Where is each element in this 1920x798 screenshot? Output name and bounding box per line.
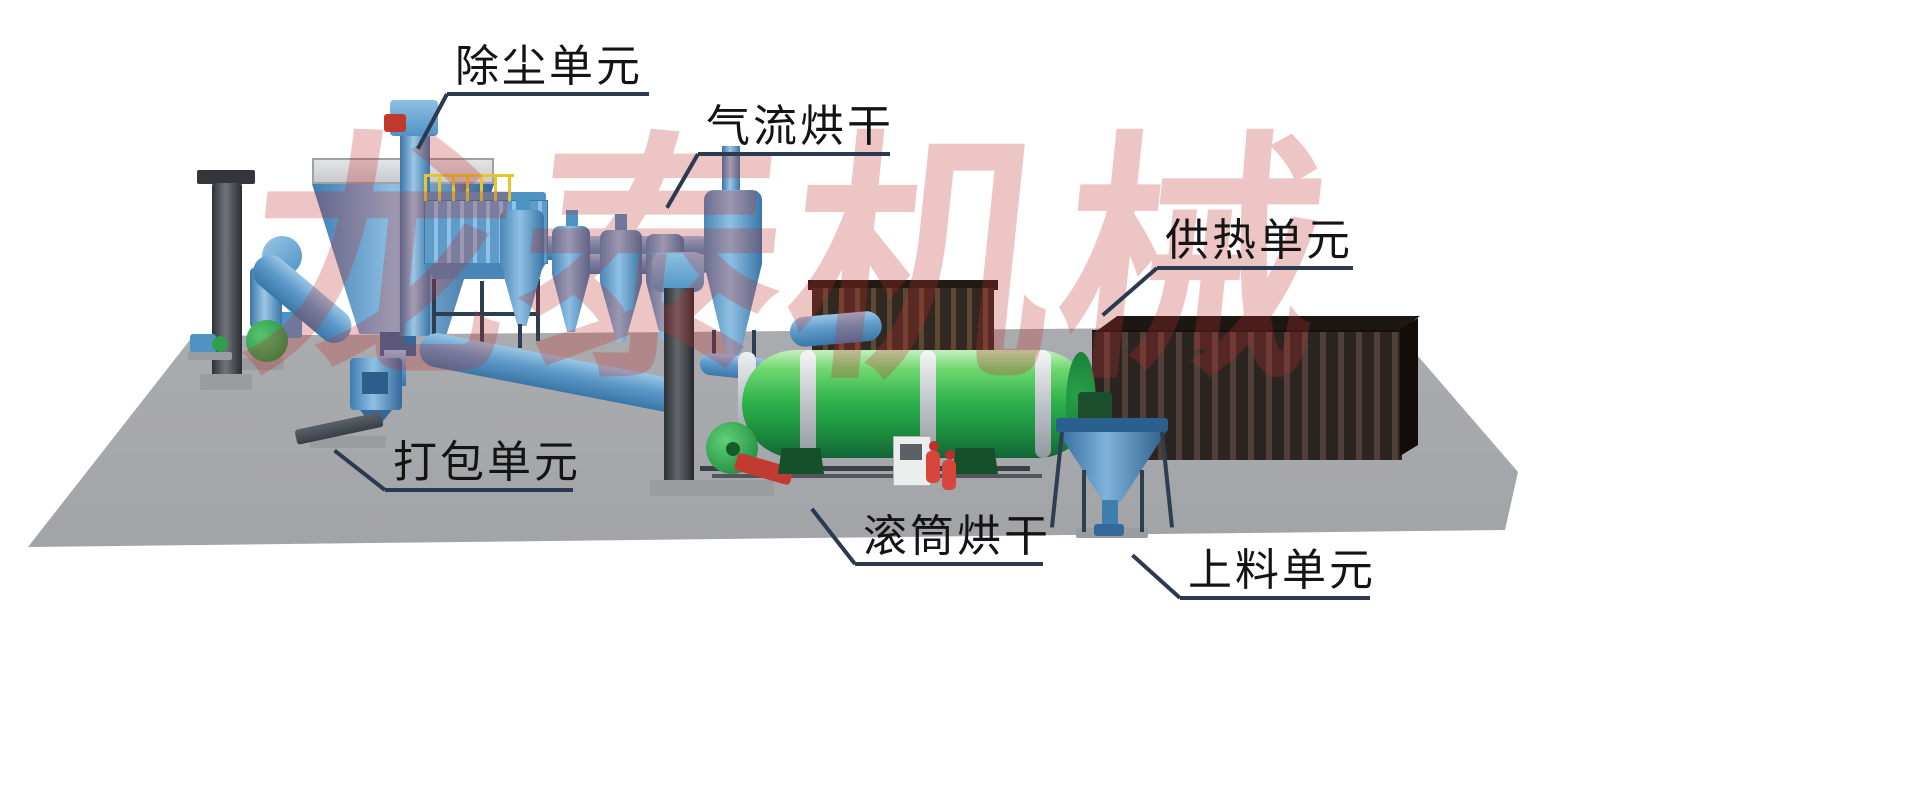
- filter-leg: [536, 279, 540, 341]
- callout-heating: 供热单元: [1101, 216, 1353, 317]
- callout-underline: [1157, 266, 1353, 271]
- callout-drum-drying: 滚筒烘干: [810, 507, 1051, 567]
- callout-label: 滚筒烘干: [863, 512, 1051, 561]
- cyclone-stub: [516, 194, 530, 212]
- cyclone-body: [552, 226, 590, 274]
- feed-hopper-outlet: [1094, 524, 1124, 536]
- drum-band: [800, 350, 816, 458]
- feed-hopper-spout: [1102, 500, 1118, 526]
- blower-base: [242, 358, 284, 370]
- drum-band: [920, 350, 936, 458]
- worker-head: [929, 441, 939, 451]
- callout-label: 供热单元: [1165, 216, 1353, 265]
- exhaust-pipe-base: [650, 480, 708, 496]
- small-pump-wheel: [212, 336, 228, 352]
- elevator-motor: [384, 114, 406, 132]
- callout-leader-line: [1131, 553, 1182, 600]
- callout-label: 气流烘干: [706, 102, 894, 151]
- small-pump-base: [188, 352, 232, 360]
- drum-fan-base: [700, 480, 774, 496]
- callout-label: 上料单元: [1188, 546, 1376, 595]
- heating-container-top: [1098, 316, 1420, 330]
- callout-dust-removal: 除尘单元: [416, 42, 649, 150]
- drum-rail: [700, 466, 1030, 471]
- filter-brace: [432, 312, 540, 316]
- callout-leader-line: [665, 153, 700, 209]
- callout-label: 打包单元: [393, 438, 581, 487]
- callout-packing: 打包单元: [333, 438, 581, 493]
- chimney-base: [200, 374, 252, 390]
- callout-airflow-drying: 气流烘干: [665, 102, 894, 209]
- worker-head: [945, 450, 955, 460]
- cyclone-stub: [615, 214, 627, 230]
- cyclone-leg: [712, 330, 716, 370]
- safety-railing: [424, 174, 514, 201]
- drum-support: [952, 448, 998, 474]
- filter-leg: [432, 279, 436, 341]
- control-cabinet-panel: [900, 444, 922, 460]
- blower-fan: [246, 320, 288, 362]
- cyclone-body: [500, 210, 544, 262]
- heating-container-side: [1400, 318, 1418, 456]
- drum-rail: [712, 474, 1042, 478]
- callout-underline: [698, 152, 890, 157]
- airflow-riser-pipe: [722, 146, 740, 192]
- drum-band: [1035, 350, 1051, 458]
- drum-fan-hub: [726, 442, 740, 456]
- exhaust-pipe: [664, 288, 694, 484]
- heating-container-rear-top: [808, 280, 998, 290]
- cyclone-leg: [518, 324, 522, 348]
- cyclone-cone: [552, 274, 590, 332]
- callout-leader-line: [1101, 266, 1159, 317]
- chimney-cap: [197, 170, 255, 184]
- worker-figure: [942, 460, 956, 490]
- callout-feeding: 上料单元: [1131, 546, 1376, 601]
- cyclone-body: [600, 230, 642, 282]
- airflow-cyclone-body: [704, 190, 762, 264]
- small-pump: [190, 334, 216, 354]
- cyclone-stub: [566, 210, 578, 226]
- packing-base: [310, 436, 386, 448]
- packing-machine-door: [362, 372, 388, 394]
- drum-support: [778, 448, 824, 474]
- callout-underline: [447, 92, 649, 97]
- callout-label: 除尘单元: [455, 42, 643, 91]
- cyclone-leg: [752, 330, 756, 370]
- feed-hopper-leg: [1082, 470, 1086, 532]
- worker-figure: [926, 451, 940, 483]
- callout-underline: [855, 562, 1043, 567]
- callout-underline: [385, 488, 573, 493]
- feed-hopper-rim: [1056, 418, 1168, 432]
- exhaust-elbow: [652, 252, 704, 292]
- feed-hopper-leg: [1140, 470, 1144, 532]
- callout-underline: [1180, 596, 1370, 601]
